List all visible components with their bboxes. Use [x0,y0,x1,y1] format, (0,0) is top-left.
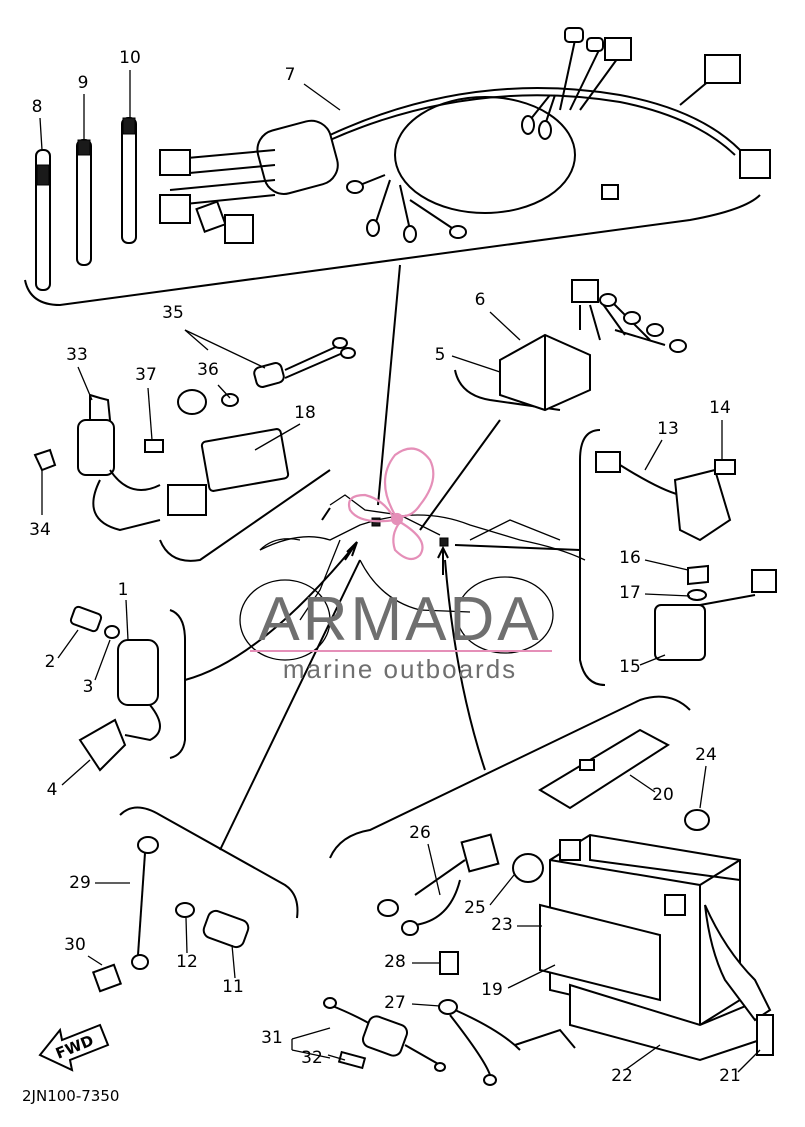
callout-3: 3 [83,677,94,697]
callout-leader-7 [303,83,341,111]
callout-22: 22 [611,1066,633,1086]
callout-leader-31 [291,1027,331,1040]
callout-11: 11 [222,977,244,997]
callout-32: 32 [301,1048,323,1068]
callout-leader-35 [184,329,209,351]
callout-leader-8 [39,117,43,151]
callout-36: 36 [197,360,219,380]
callout-leader-16 [644,559,689,571]
callout-leader-12 [185,917,188,954]
callout-leader-22 [624,1044,661,1071]
callout-leader-5 [451,355,501,373]
callout-10: 10 [119,48,141,68]
callout-2: 2 [45,652,56,672]
callout-24: 24 [695,745,717,765]
callout-leader-2 [57,629,79,659]
callout-35: 35 [162,303,184,323]
callout-31: 31 [261,1028,283,1048]
callout-leader-24 [699,765,707,809]
callout-16: 16 [619,548,641,568]
callout-leader-19 [507,964,556,989]
callout-28: 28 [384,952,406,972]
callout-27: 27 [384,993,406,1013]
callout-20: 20 [652,785,674,805]
callout-8: 8 [32,97,43,117]
callout-12: 12 [176,952,198,972]
watermark-brand: ARMADA [258,585,541,654]
callout-leader-17 [644,593,691,597]
callout-leader-21 [737,1049,761,1073]
callout-labels: 1234567891011121314151617181920212223242… [29,48,761,1086]
callout-30: 30 [64,935,86,955]
callout-5: 5 [435,345,446,365]
motorcycle-frame-outline [239,494,586,661]
callout-13: 13 [657,419,679,439]
watermark: ARMADA marine outboards [250,447,552,684]
callout-leader-15 [639,654,666,666]
forward-arrow-icon: FWD [38,1023,110,1072]
callout-26: 26 [409,823,431,843]
callout-25: 25 [464,898,486,918]
starter-relay-group [595,451,777,661]
callout-leader-13 [644,439,663,471]
callout-leader-36 [217,384,231,399]
ignition-coil-group [69,605,161,772]
callout-leader-11 [231,944,236,979]
callout-leader-32 [327,1054,346,1061]
rectifier-group [499,279,687,412]
callout-7: 7 [285,65,296,85]
callout-leader-6 [489,311,521,341]
callout-leader-26 [427,843,441,896]
callout-1: 1 [118,580,129,600]
battery-group [377,728,774,1086]
callout-leader-37 [147,387,153,441]
callout-leader-1 [125,599,129,641]
callout-leader-33 [77,366,93,401]
callout-leader-27 [411,1003,441,1007]
callout-leader-3 [94,639,111,681]
callout-leader-4 [61,759,91,786]
watermark-tagline: marine outboards [283,654,517,684]
neutral-switch-group [91,836,446,1072]
callout-23: 23 [491,915,513,935]
propeller-logo-icon [347,447,435,561]
main-switch-group [33,337,356,532]
wire-harness [159,27,771,244]
callout-leader-branch [291,1049,331,1059]
callout-leader-25 [489,874,515,906]
callout-21: 21 [719,1066,741,1086]
callout-leader-18 [254,423,301,451]
callout-15: 15 [619,657,641,677]
callout-leader-branch [184,329,266,369]
cable-ties [35,117,137,291]
callout-18: 18 [294,403,316,423]
group-boundaries [24,194,761,919]
callout-17: 17 [619,583,641,603]
callout-19: 19 [481,980,503,1000]
callout-6: 6 [475,290,486,310]
callout-9: 9 [78,73,89,93]
callout-34: 34 [29,520,51,540]
callout-leader-30 [87,955,103,966]
callout-4: 4 [47,780,58,800]
callout-14: 14 [709,398,731,418]
callout-37: 37 [135,365,157,385]
callout-29: 29 [69,873,91,893]
diagram-code: 2JN100-7350 [22,1087,119,1105]
callout-33: 33 [66,345,88,365]
callout-leader-20 [629,774,656,793]
